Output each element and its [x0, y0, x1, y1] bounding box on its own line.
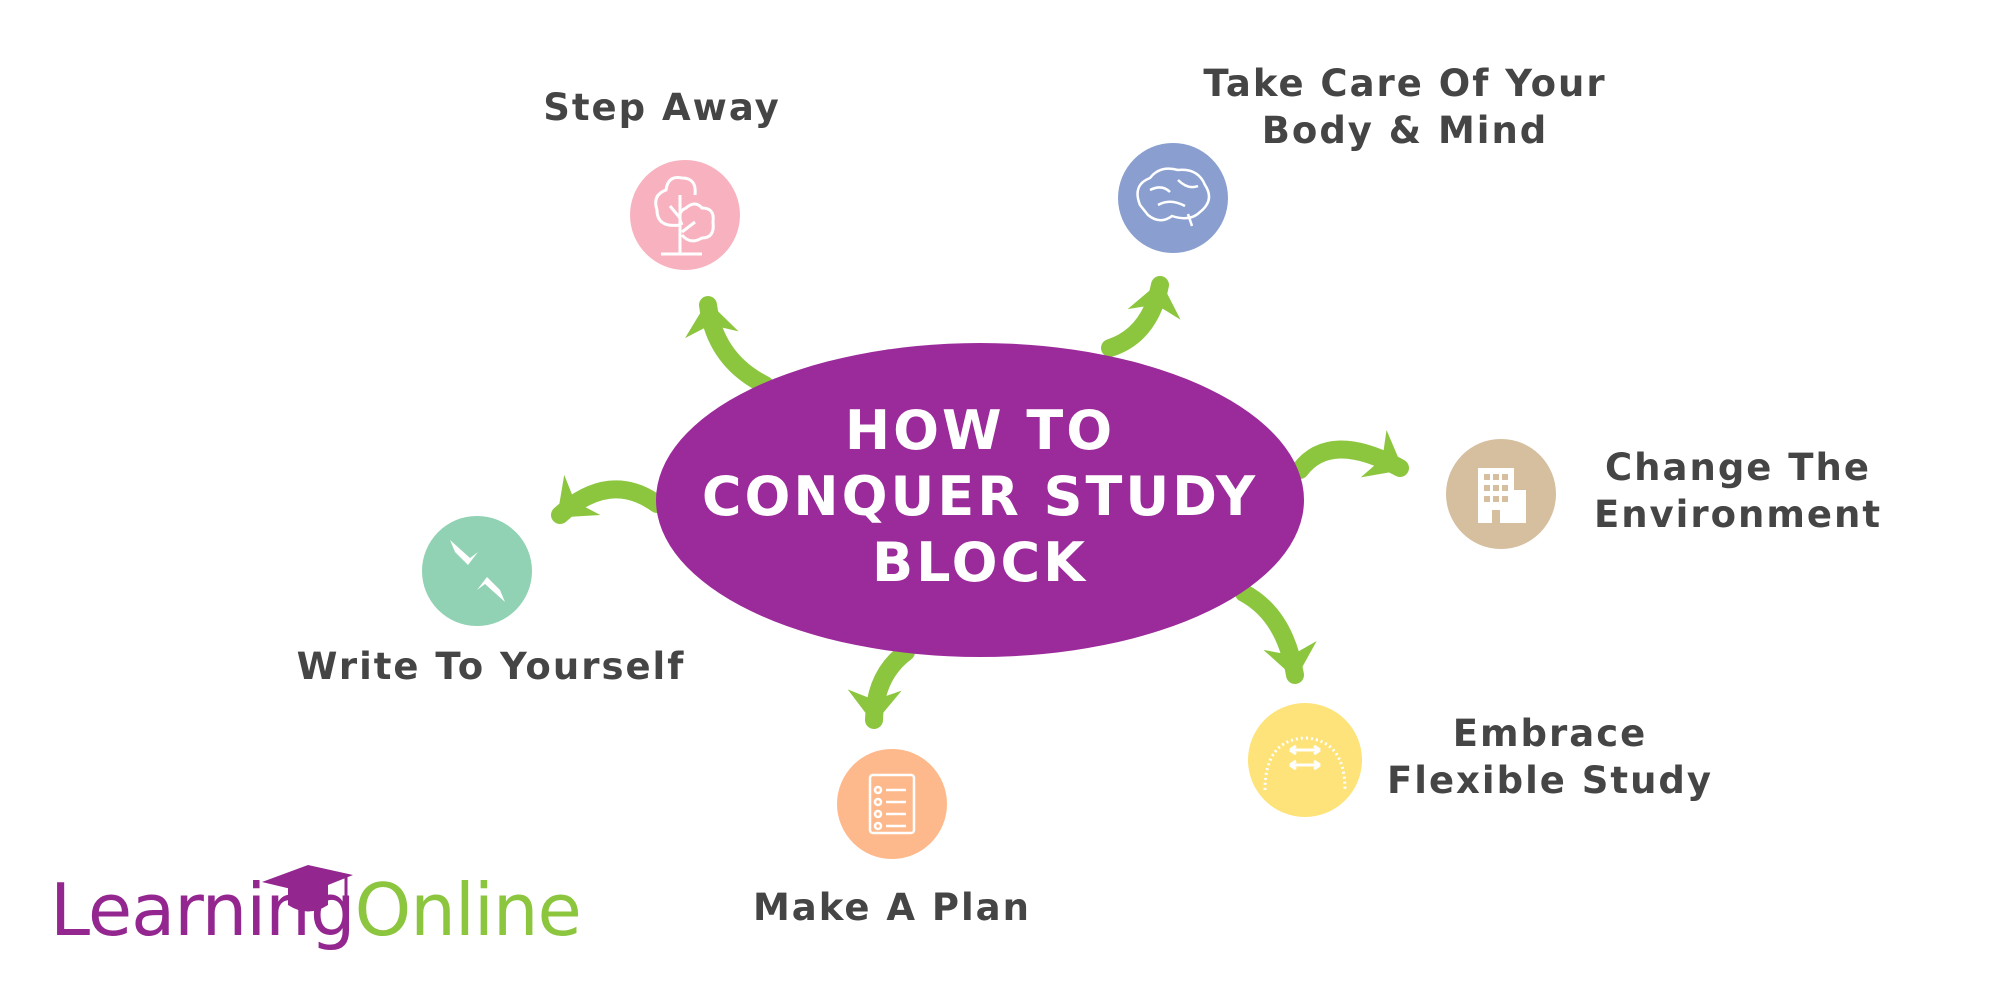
label-environment: Change The Environment	[1594, 444, 1882, 538]
label-line: Flexible Study	[1386, 759, 1714, 802]
arrow-step-away	[685, 296, 774, 394]
arrow-flexible	[1235, 584, 1317, 684]
write-node	[422, 516, 532, 626]
logo-part1: Learning	[50, 868, 356, 952]
arrow-write	[551, 474, 666, 524]
center-title-line: CONQUER STUDY	[701, 465, 1259, 528]
center-title: HOW TO CONQUER STUDY BLOCK	[702, 398, 1258, 596]
building-icon	[1478, 468, 1526, 523]
label-flexible: Embrace Flexible Study	[1387, 710, 1713, 804]
label-line: Embrace	[1452, 712, 1648, 755]
arrow-plan	[847, 643, 915, 729]
arrow-body-mind	[1101, 276, 1181, 357]
graduation-cap-icon	[262, 865, 353, 912]
body-mind-node	[1118, 143, 1228, 253]
label-write: Write To Yourself	[297, 643, 686, 690]
label-line: Step Away	[543, 86, 781, 129]
learning-online-logo: LearningOnline	[50, 868, 582, 952]
label-line: Change The	[1605, 446, 1871, 489]
label-plan: Make A Plan	[753, 884, 1031, 931]
center-title-line: HOW TO	[844, 399, 1116, 462]
label-body-mind: Take Care Of Your Body & Mind	[1203, 60, 1606, 154]
plan-node	[837, 749, 947, 859]
step-away-node	[630, 160, 740, 270]
flexible-arc-icon	[1263, 736, 1347, 791]
label-line: Body & Mind	[1261, 109, 1549, 152]
flexible-node	[1248, 703, 1362, 817]
label-line: Make A Plan	[752, 886, 1032, 929]
center-title-line: BLOCK	[871, 531, 1089, 594]
logo-part2: Online	[354, 868, 582, 952]
label-line: Write To Yourself	[296, 645, 686, 688]
center-ellipse	[656, 343, 1304, 657]
brain-icon	[1136, 167, 1211, 227]
arrow-environment	[1291, 429, 1409, 479]
tree-icon	[654, 176, 715, 256]
label-line: Take Care Of Your	[1203, 62, 1607, 105]
hands-icon	[450, 540, 505, 602]
checklist-icon	[868, 773, 916, 835]
environment-node	[1446, 439, 1556, 549]
label-step-away: Step Away	[543, 84, 781, 131]
label-line: Environment	[1593, 493, 1883, 536]
